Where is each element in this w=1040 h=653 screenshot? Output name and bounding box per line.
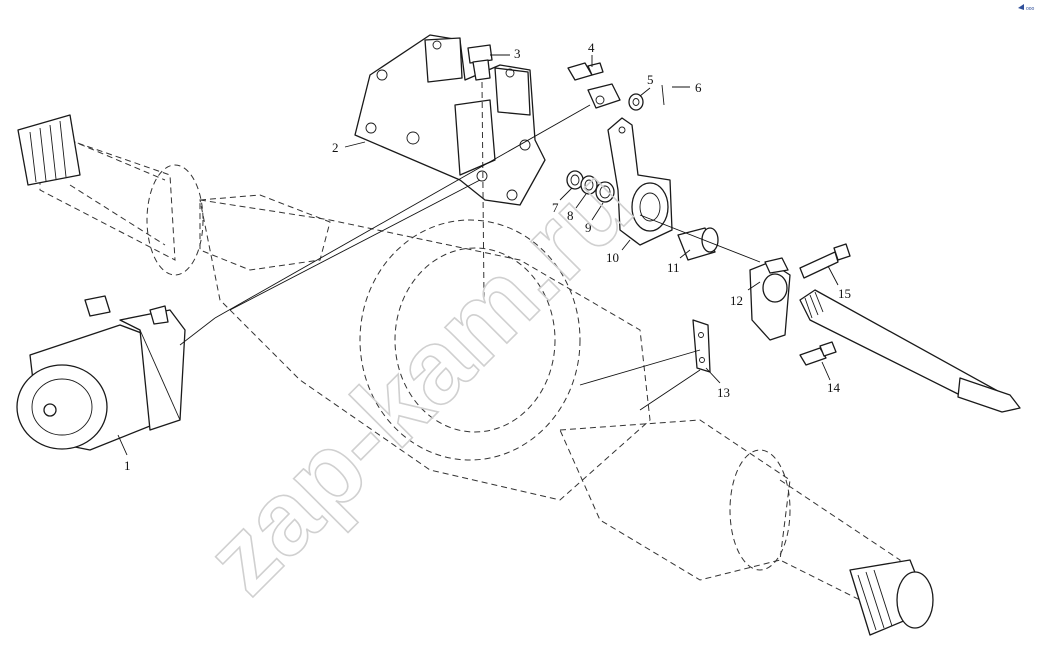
callout-1: 1: [124, 458, 131, 473]
slack-adjuster: [607, 117, 673, 246]
shim-plate: [692, 319, 711, 373]
cotter-pin: [661, 84, 665, 106]
axle-housing: [39, 129, 901, 621]
callout-6: 6: [695, 80, 702, 95]
watermark-text: zap-kam.ru: [184, 146, 654, 616]
leader-lines: [117, 54, 839, 456]
callout-labels: 1 2 3 4 5 6 7 8 9 10 11 12 13 14 15: [124, 40, 851, 473]
callout-9: 9: [585, 220, 592, 235]
washer: [628, 93, 644, 111]
callout-4: 4: [588, 40, 595, 55]
washer-8: [580, 175, 598, 195]
assembly-lines: [214, 104, 761, 411]
callout-11: 11: [667, 260, 680, 275]
brake-chamber: [16, 295, 216, 451]
bracket: [354, 34, 546, 206]
callout-8: 8: [567, 208, 574, 223]
callout-14: 14: [827, 380, 841, 395]
bushing: [677, 227, 719, 261]
clevis: [587, 83, 621, 109]
bolt: [467, 44, 493, 301]
site-logo: ooo: [1018, 4, 1035, 12]
callout-15: 15: [838, 286, 851, 301]
callout-3: 3: [514, 46, 521, 61]
bolt-14: [799, 341, 837, 366]
clevis-pin: [567, 62, 604, 81]
callout-2: 2: [332, 140, 339, 155]
camshaft: [799, 289, 1021, 413]
callout-5: 5: [647, 72, 654, 87]
logo-text: ooo: [1026, 6, 1035, 12]
bolt-15: [799, 243, 851, 279]
callout-13: 13: [717, 385, 730, 400]
callout-10: 10: [606, 250, 619, 265]
callout-7: 7: [552, 200, 559, 215]
washer-9: [595, 181, 615, 203]
callout-12: 12: [730, 293, 743, 308]
camshaft-bracket: [749, 257, 791, 341]
right-axle-spline: [849, 559, 934, 636]
left-axle-spline: [17, 114, 81, 186]
